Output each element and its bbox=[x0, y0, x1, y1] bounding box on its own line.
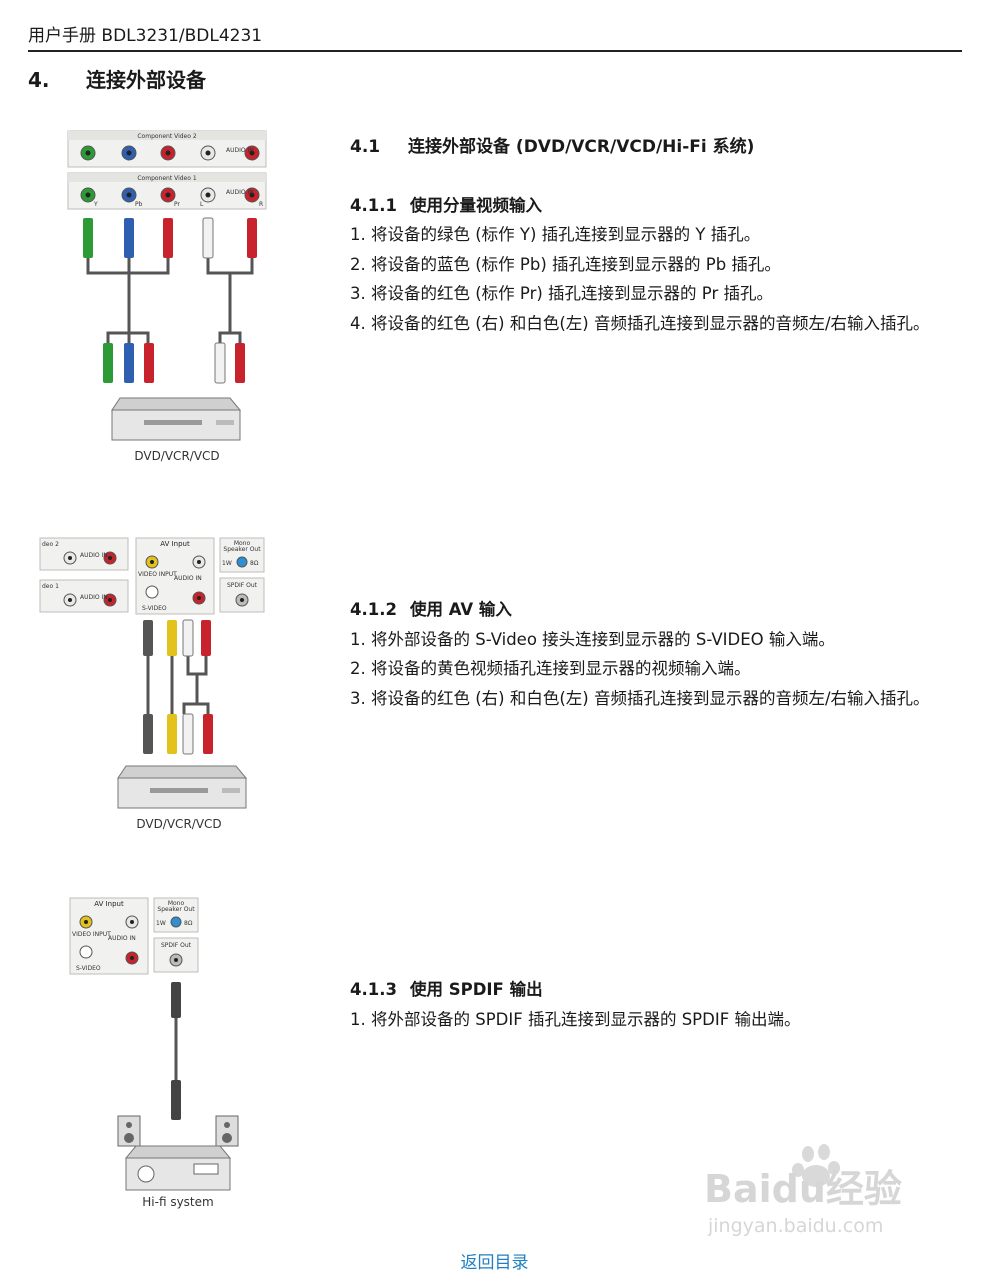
chapter-heading: 4. 连接外部设备 bbox=[28, 64, 206, 93]
jack-pb-label: Pb bbox=[135, 201, 143, 208]
panel-label: deo 1 bbox=[42, 583, 59, 590]
top-plugs bbox=[83, 217, 257, 259]
spdif-out-label: SPDIF Out bbox=[161, 942, 192, 949]
plugs bbox=[143, 619, 213, 755]
speaker-out-label: Speaker Out bbox=[223, 546, 261, 553]
list-item: 3. 将设备的红色 (右) 和白色(左) 音频插孔连接到显示器的音频左/右输入插… bbox=[350, 688, 930, 708]
baidu-watermark: Baidu经验 jingyan.baidu.com bbox=[704, 1144, 902, 1237]
power-label: 1W bbox=[156, 920, 166, 927]
bottom-plugs bbox=[103, 342, 245, 384]
device-caption: Hi-fi system bbox=[142, 1195, 213, 1209]
jack-pr-label: Pr bbox=[174, 201, 181, 208]
instruction-list: 1. 将外部设备的 S-Video 接头连接到显示器的 S-VIDEO 输入端。… bbox=[350, 625, 960, 714]
av-input-panel: AV Input VIDEO INPUT S-VIDEO AUDIO IN bbox=[135, 537, 215, 615]
mono-label: Mono bbox=[168, 900, 185, 907]
jack-y-label: Y bbox=[93, 201, 98, 208]
page-header: 用户手册 BDL3231/BDL4231 bbox=[28, 24, 962, 52]
av-input-diagram: deo 2 AUDIO IN deo 1 AUDIO IN AV Input V… bbox=[39, 537, 265, 831]
audio-in-label: AUDIO IN bbox=[226, 189, 254, 196]
mono-label: Mono bbox=[234, 540, 251, 547]
cables bbox=[146, 654, 210, 714]
subsection-title: 使用 SPDIF 输出 bbox=[410, 980, 543, 999]
component-video-diagram: Component Video 2 AUDIO IN Component Vid… bbox=[67, 130, 267, 463]
section-4-1: 4.1 连接外部设备 (DVD/VCR/VCD/Hi-Fi 系统) 4.1.1 使用… bbox=[350, 133, 960, 338]
panel-label: Component Video 1 bbox=[137, 175, 196, 182]
power-label: 1W bbox=[222, 560, 232, 567]
dvd-player-device bbox=[117, 765, 248, 809]
page-footer: 返回目录 bbox=[0, 1248, 989, 1273]
jack-l-label: L bbox=[200, 201, 204, 208]
spdif-out-label: SPDIF Out bbox=[227, 582, 258, 589]
subsection-number: 4.1.1 bbox=[350, 195, 397, 215]
audio-in-label: AUDIO IN bbox=[80, 552, 108, 559]
av-input-label: AV Input bbox=[160, 540, 190, 548]
audio-in-label: AUDIO IN bbox=[226, 147, 254, 154]
audio-in-label: AUDIO IN bbox=[80, 594, 108, 601]
component-video-2-panel: Component Video 2 AUDIO IN bbox=[67, 130, 267, 168]
manual-title: 用户手册 BDL3231/BDL4231 bbox=[28, 26, 263, 46]
section-number: 4.1 bbox=[350, 137, 381, 157]
list-item: 4. 将设备的红色 (右) 和白色(左) 音频插孔连接到显示器的音频左/右输入插… bbox=[350, 313, 930, 333]
watermark-brand: Baidu经验 bbox=[704, 1167, 902, 1211]
chapter-title: 连接外部设备 bbox=[86, 68, 206, 92]
instruction-list: 1. 将外部设备的 SPDIF 插孔连接到显示器的 SPDIF 输出端。 bbox=[350, 1005, 960, 1035]
jack-r-label: R bbox=[259, 201, 263, 208]
video-input-label: VIDEO INPUT bbox=[72, 931, 111, 938]
component-video-1-panel: Component Video 1 Y Pb Pr L AUDIO IN R bbox=[67, 172, 267, 210]
spdif-diagram: AV Input VIDEO INPUT S-VIDEO AUDIO IN Mo… bbox=[69, 897, 239, 1209]
section-4-1-2: 4.1.2 使用 AV 输入 1. 将外部设备的 S-Video 接头连接到显示器… bbox=[350, 595, 960, 713]
speaker-out-label: Speaker Out bbox=[157, 906, 195, 913]
back-to-contents-link[interactable]: 返回目录 bbox=[460, 1253, 529, 1273]
svideo-label: S-VIDEO bbox=[142, 605, 167, 612]
ohm-label: 8Ω bbox=[184, 920, 193, 927]
chapter-number: 4. bbox=[28, 68, 50, 92]
watermark-url: jingyan.baidu.com bbox=[707, 1215, 883, 1237]
subsection-4-1-2-heading: 4.1.2 使用 AV 输入 bbox=[350, 595, 960, 625]
subsection-title: 使用分量视频输入 bbox=[410, 195, 542, 215]
speaker-out-panel: Mono Speaker Out 1W 8Ω SPDIF Out bbox=[219, 537, 265, 613]
subsection-title: 使用 AV 输入 bbox=[410, 600, 512, 619]
hifi-system-device bbox=[117, 1115, 239, 1191]
spdif-cable bbox=[171, 982, 181, 1120]
list-item: 3. 将设备的红色 (标作 Pr) 插孔连接到显示器的 Pr 插孔。 bbox=[350, 284, 773, 303]
ohm-label: 8Ω bbox=[250, 560, 259, 567]
list-item: 2. 将设备的蓝色 (标作 Pb) 插孔连接到显示器的 Pb 插孔。 bbox=[350, 254, 781, 274]
subsection-number: 4.1.2 bbox=[350, 600, 397, 619]
list-item: 1. 将外部设备的 SPDIF 插孔连接到显示器的 SPDIF 输出端。 bbox=[350, 1009, 801, 1029]
list-item: 2. 将设备的黄色视频插孔连接到显示器的视频输入端。 bbox=[350, 659, 751, 678]
section-heading: 4.1 连接外部设备 (DVD/VCR/VCD/Hi-Fi 系统) bbox=[350, 133, 960, 163]
subsection-number: 4.1.3 bbox=[350, 980, 397, 999]
component-panels: deo 2 AUDIO IN deo 1 AUDIO IN bbox=[39, 537, 129, 613]
audio-in-label: AUDIO IN bbox=[108, 935, 136, 942]
panel-label: deo 2 bbox=[42, 541, 59, 548]
device-caption: DVD/VCR/VCD bbox=[136, 817, 221, 831]
dvd-player-device bbox=[111, 397, 242, 441]
svideo-label: S-VIDEO bbox=[76, 965, 101, 972]
instruction-list: 1. 将设备的绿色 (标作 Y) 插孔连接到显示器的 Y 插孔。 2. 将设备的… bbox=[350, 220, 960, 338]
subsection-4-1-1-heading: 4.1.1 使用分量视频输入 bbox=[350, 191, 960, 221]
av-input-panel: AV Input VIDEO INPUT S-VIDEO AUDIO IN bbox=[69, 897, 149, 975]
av-input-label: AV Input bbox=[94, 900, 124, 908]
subsection-4-1-3-heading: 4.1.3 使用 SPDIF 输出 bbox=[350, 975, 960, 1005]
list-item: 1. 将外部设备的 S-Video 接头连接到显示器的 S-VIDEO 输入端。 bbox=[350, 629, 835, 649]
paw-icon bbox=[792, 1144, 840, 1187]
speaker-out-panel: Mono Speaker Out 1W 8Ω SPDIF Out bbox=[153, 897, 199, 973]
device-caption: DVD/VCR/VCD bbox=[134, 449, 219, 463]
list-item: 1. 将设备的绿色 (标作 Y) 插孔连接到显示器的 Y 插孔。 bbox=[350, 225, 761, 244]
section-title: 连接外部设备 (DVD/VCR/VCD/Hi-Fi 系统) bbox=[408, 137, 755, 157]
audio-in-label: AUDIO IN bbox=[174, 575, 202, 582]
section-4-1-3: 4.1.3 使用 SPDIF 输出 1. 将外部设备的 SPDIF 插孔连接到显示… bbox=[350, 975, 960, 1034]
panel-label: Component Video 2 bbox=[137, 133, 196, 140]
video-input-label: VIDEO INPUT bbox=[138, 571, 177, 578]
cables bbox=[86, 258, 254, 343]
